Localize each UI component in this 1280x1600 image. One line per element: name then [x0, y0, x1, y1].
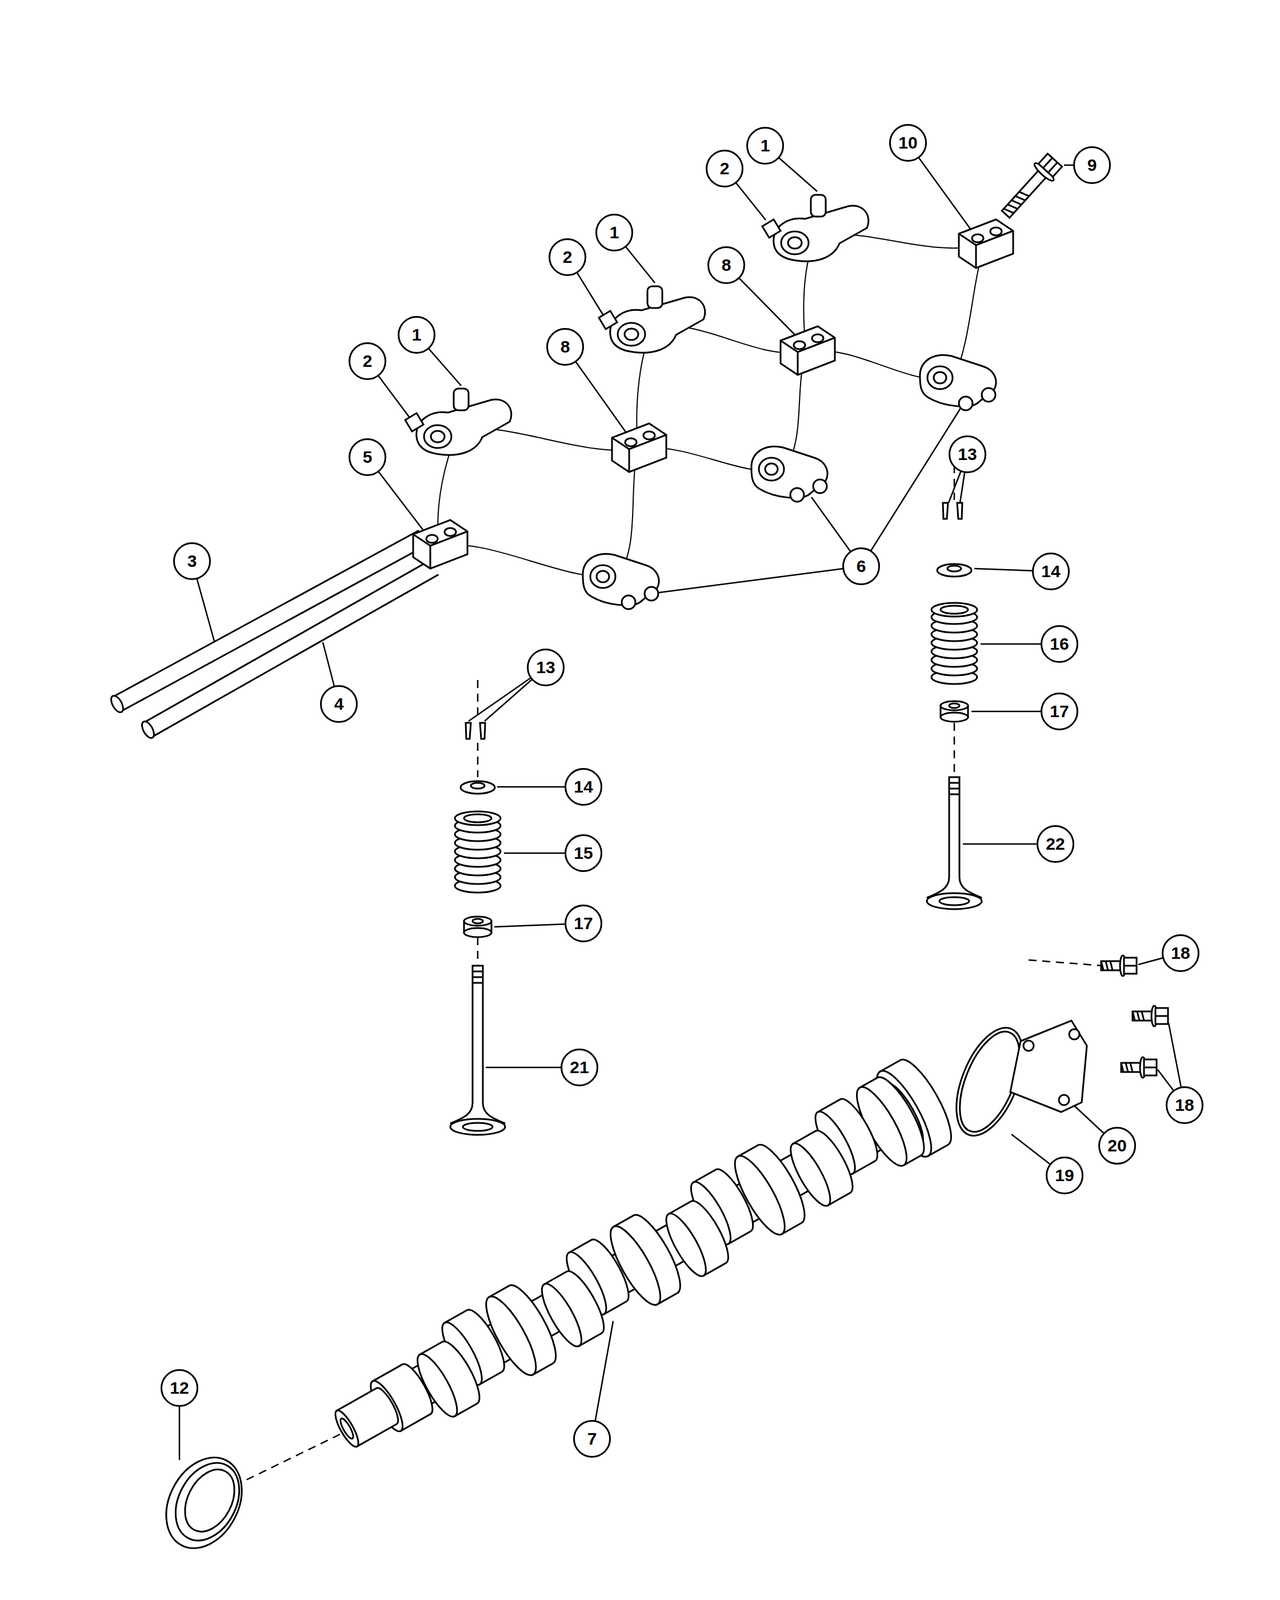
callout-number: 3: [187, 552, 198, 570]
callout-number: 7: [587, 1430, 598, 1448]
callout-circle: 10: [889, 124, 927, 162]
callout-circle: 17: [1040, 692, 1079, 731]
callout-number: 4: [334, 695, 344, 713]
callout-circle: 21: [560, 1048, 599, 1087]
callout-circle: 2: [348, 342, 387, 380]
callout-circle: 14: [564, 768, 603, 806]
callout-circle: 8: [546, 328, 584, 366]
callout-circle: 16: [1040, 625, 1079, 663]
callout-number: 8: [721, 256, 732, 274]
callout-circle: 13: [526, 648, 565, 687]
callout-number: 12: [169, 1379, 189, 1397]
callout-circle: 2: [705, 149, 744, 188]
callout-circle: 18: [1165, 1086, 1204, 1124]
callout-number: 19: [1054, 1166, 1074, 1184]
callout-circle: 6: [842, 547, 880, 586]
callout-circle: 3: [173, 542, 211, 580]
callout-circle: 19: [1045, 1156, 1084, 1195]
callout-number: 2: [720, 160, 730, 178]
callout-number: 20: [1107, 1137, 1127, 1155]
callout-circle: 12: [160, 1369, 199, 1407]
callout-number: 2: [562, 248, 573, 266]
callout-number: 6: [856, 557, 867, 575]
callout-circle: 17: [564, 904, 603, 943]
callout-number: 15: [573, 844, 593, 862]
callout-circle: 1: [595, 213, 634, 252]
callout-number: 17: [1049, 702, 1069, 720]
callout-circle: 1: [746, 126, 784, 165]
callout-number: 1: [609, 224, 620, 242]
callout-circle: 1: [397, 316, 436, 354]
callout-circle: 14: [1032, 552, 1070, 591]
callout-circle: 18: [1161, 934, 1200, 972]
callout-number: 9: [1087, 156, 1098, 174]
callout-circle: 7: [573, 1420, 611, 1458]
callout-number: 21: [569, 1058, 589, 1076]
callout-circle: 8: [707, 246, 746, 284]
callout-number: 14: [1041, 562, 1060, 580]
callout-circle: 5: [348, 438, 387, 476]
callout-number: 18: [1170, 944, 1190, 962]
callout-circle: 20: [1098, 1126, 1136, 1165]
callout-number: 17: [573, 914, 593, 932]
callout-circle: 22: [1036, 825, 1075, 863]
callout-circle: 4: [320, 685, 358, 723]
callout-number: 5: [362, 448, 373, 466]
callout-number: 2: [362, 352, 373, 370]
callout-number: 1: [412, 326, 422, 344]
callout-circle: 9: [1073, 146, 1111, 184]
callout-number: 22: [1045, 835, 1065, 853]
callout-number: 16: [1049, 635, 1069, 653]
callout-circle: 2: [548, 238, 587, 276]
callout-number: 14: [573, 778, 593, 796]
callout-number: 13: [536, 658, 555, 676]
callout-number: 8: [560, 338, 571, 356]
callout-circle: 15: [564, 834, 603, 872]
callout-number: 1: [760, 137, 771, 155]
callout-circle: 13: [948, 435, 987, 474]
callout-number: 18: [1174, 1096, 1194, 1114]
callout-number: 10: [898, 134, 918, 152]
callout-number: 13: [957, 445, 977, 463]
